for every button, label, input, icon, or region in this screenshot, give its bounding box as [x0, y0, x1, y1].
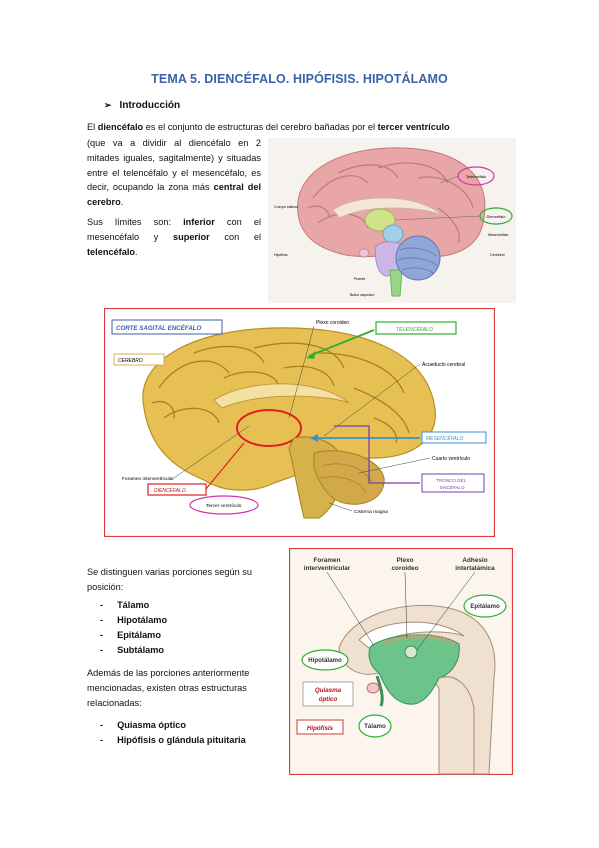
label-corte: CORTE SAGITAL ENCÉFALO — [116, 324, 201, 332]
label-plexo-2: coroideo — [392, 565, 419, 572]
label-cuerpo-calloso: Cuerpo calloso — [274, 205, 298, 209]
figure-diencephalon-detail: Foramen interventricular Plexo coroideo … — [289, 548, 513, 775]
label-telencefalo-2: TELENCÉFALO — [396, 326, 433, 333]
list-item: -Quiasma óptico — [100, 720, 186, 730]
label-mesencefalo-2: MESENCÉFALO — [426, 435, 464, 442]
label-diencefalo: Diencéfalo — [487, 214, 507, 219]
paragraph-definition-cont: (que va a dividir al diencéfalo en 2 mit… — [87, 138, 261, 208]
label-plexo-1: Plexo — [396, 557, 413, 564]
paragraph-limits: Sus límites son: inferior con el mesencé… — [87, 217, 261, 257]
figure-brain-medial: Telencéfalo Cuerpo calloso Diencéfalo Me… — [268, 138, 516, 303]
label-hipotalamo: Hipotálamo — [308, 657, 342, 664]
intro-label: Introducción — [119, 100, 181, 111]
label-cerebelo: Cerebelo — [490, 253, 505, 257]
label-hipofisis-3: Hipófisis — [307, 725, 334, 732]
paragraph-portions: Se distinguen varias porciones según su … — [87, 567, 252, 592]
label-hipofisis: Hipófisis — [274, 253, 288, 257]
label-telencefalo: Telencéfalo — [466, 174, 487, 179]
list-item: -Subtálamo — [100, 645, 165, 655]
label-quiasma-2: óptico — [319, 696, 338, 703]
intro-heading: ➢ Introducción — [104, 100, 180, 111]
label-epitalamo: Epitálamo — [470, 603, 500, 610]
list-item: -Hipófisis o glándula pituitaria — [100, 735, 246, 745]
label-acueducto: Acueducto cerebral — [422, 362, 465, 368]
label-foramen-2: interventricular — [304, 565, 351, 572]
arrow-bullet-icon: ➢ — [104, 100, 112, 110]
portions-list: -Tálamo -Hipotálamo -Epitálamo -Subtálam… — [100, 600, 167, 660]
figure-sagittal-cut: CORTE SAGITAL ENCÉFALO CEREBRO Plexo cor… — [104, 308, 495, 537]
label-quiasma-1: Quiasma — [315, 687, 342, 694]
related-list: -Quiasma óptico -Hipófisis o glándula pi… — [100, 720, 246, 750]
label-foramen: Foramen interventricular — [122, 476, 174, 482]
label-cuarto: Cuarto ventrículo — [432, 456, 470, 462]
label-tercer: Tercer ventrículo — [206, 503, 242, 509]
label-tronco-2: ENCÉFALO — [440, 484, 465, 490]
label-puente: Puente — [354, 277, 365, 281]
label-talamo: Tálamo — [364, 723, 386, 730]
label-mesencefalo: Mesencéfalo — [488, 233, 508, 237]
paragraph-definition: El diencéfalo es el conjunto de estructu… — [87, 122, 450, 132]
page-title: TEMA 5. DIENCÉFALO. HIPÓFISIS. HIPOTÁLAM… — [151, 72, 448, 86]
label-cisterna: Cisterna magna — [354, 509, 388, 515]
label-plexo: Plexo coroideo — [316, 320, 349, 326]
paragraph-related: Además de las porciones anteriormente me… — [87, 668, 250, 708]
label-cerebro: CEREBRO — [118, 358, 143, 364]
label-foramen-1: Foramen — [314, 557, 341, 564]
list-item: -Tálamo — [100, 600, 150, 610]
list-item: -Epitálamo — [100, 630, 161, 640]
label-tronco-1: TRONCO DEL — [436, 478, 467, 483]
label-diencefalo-2: DIENCÉFALO — [154, 487, 186, 494]
list-item: -Hipotálamo — [100, 615, 168, 625]
label-adhesio-1: Adhesio — [462, 557, 487, 564]
label-adhesio-2: intertalámica — [455, 565, 495, 572]
label-bulbo: Bulbo raquídeo — [350, 293, 374, 297]
